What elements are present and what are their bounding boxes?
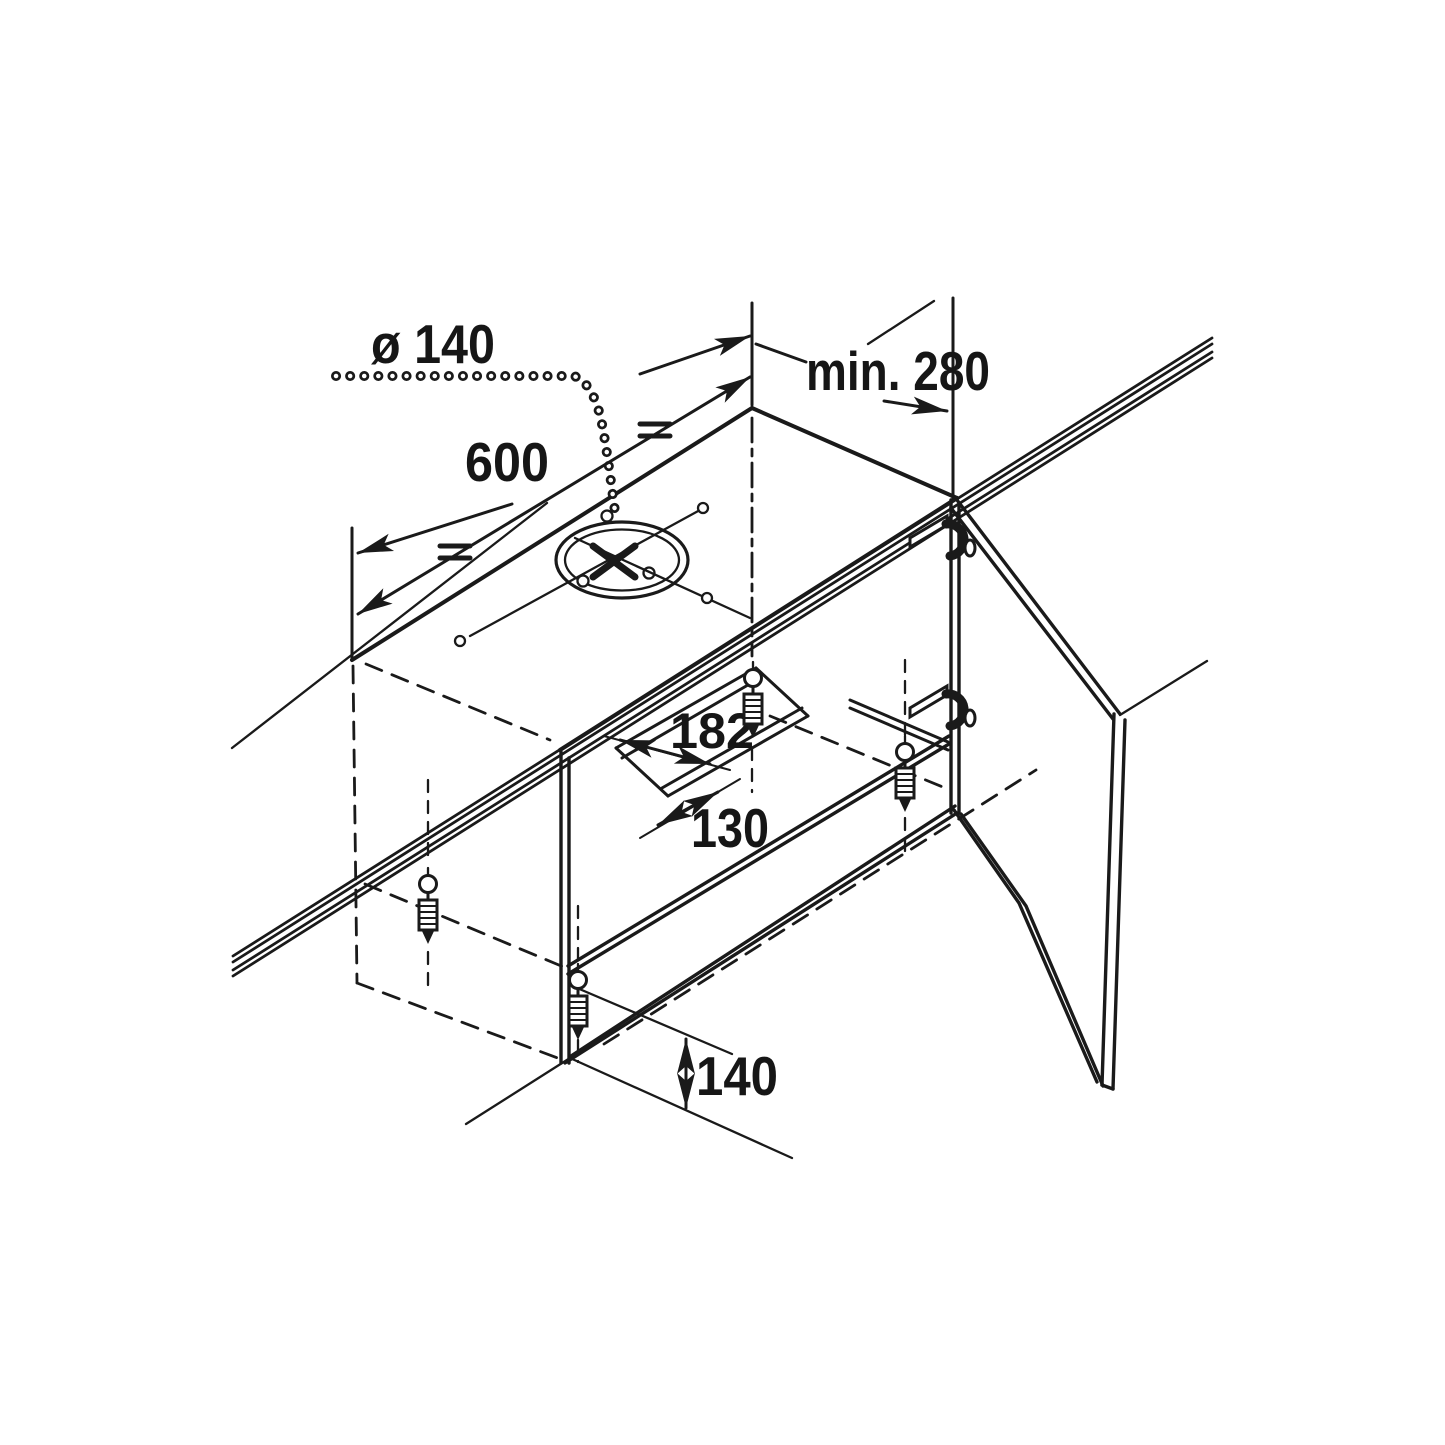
width-label: 600	[465, 431, 549, 493]
hidden-back-edges	[351, 664, 565, 1062]
edge-extension-line	[568, 1056, 794, 1160]
hole-diameter-label: ø 140	[371, 313, 495, 375]
hinge-clamp	[941, 689, 969, 731]
edge-extension-line	[568, 983, 734, 1056]
cutout-width-dimension: 130	[639, 778, 769, 859]
screw-icon	[567, 962, 589, 1042]
hinge-bracket	[908, 683, 949, 720]
cutout-width-label: 130	[691, 797, 769, 859]
door-swing-line	[1118, 659, 1209, 717]
vent-hole	[453, 501, 752, 648]
screw-hole	[600, 509, 614, 523]
min-depth-label: min. 280	[806, 340, 990, 402]
middle-shelf	[363, 698, 952, 976]
cabinet-door	[949, 498, 1209, 1091]
hinge-clamp	[941, 519, 969, 561]
depth-dimension: min. 280	[750, 296, 990, 658]
height-dimension: 140	[677, 1037, 778, 1110]
screw-icon	[894, 734, 916, 814]
cutout-length-label: 182	[670, 703, 754, 759]
edge-extension-line	[464, 1056, 572, 1126]
hinge-bracket	[908, 513, 949, 550]
screw-icon	[417, 866, 439, 946]
hole-axis-line	[573, 536, 752, 620]
width-dimension: 600	[350, 334, 752, 662]
fixing-screws	[417, 658, 916, 1064]
door-hinge-clamps	[908, 513, 977, 731]
cutout-length-dimension: 182	[603, 703, 754, 771]
bottom-height-label: 140	[696, 1045, 778, 1107]
